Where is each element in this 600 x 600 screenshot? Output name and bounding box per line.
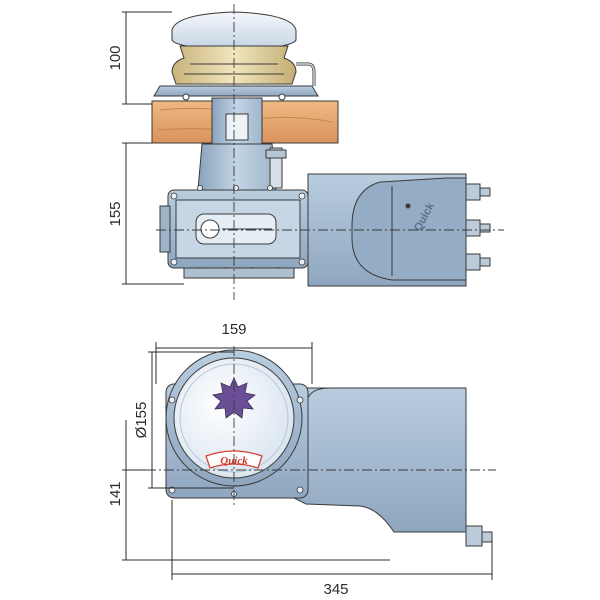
dimension-underdeck-height: 155	[107, 142, 184, 285]
dimension-diameter-155: Ø155	[133, 351, 234, 489]
dimension-height-141: 141	[107, 420, 390, 561]
dim-100-label: 100	[107, 45, 124, 70]
motor-body-plan	[289, 387, 467, 533]
top-flange	[153, 85, 319, 97]
plan-view: Quick	[165, 349, 493, 547]
dim-155-label: 155	[107, 201, 124, 226]
stripper-arm	[296, 62, 316, 86]
dim-141-label: 141	[107, 481, 124, 506]
underdeck-column	[197, 143, 277, 191]
dimension-overall-345: 345	[171, 500, 493, 598]
dim-d155-label: Ø155	[133, 402, 150, 439]
dimension-capstan-height: 100	[107, 11, 172, 105]
drive-star	[212, 377, 256, 419]
cable-glands-plan	[465, 525, 493, 547]
motor-cover	[351, 177, 467, 281]
side-elevation: Quick	[151, 11, 491, 287]
cable-glands	[465, 183, 491, 271]
dim-159-label: 159	[221, 321, 246, 338]
dim-345-label: 345	[323, 581, 348, 598]
dimension-width-159: 159	[155, 321, 313, 384]
